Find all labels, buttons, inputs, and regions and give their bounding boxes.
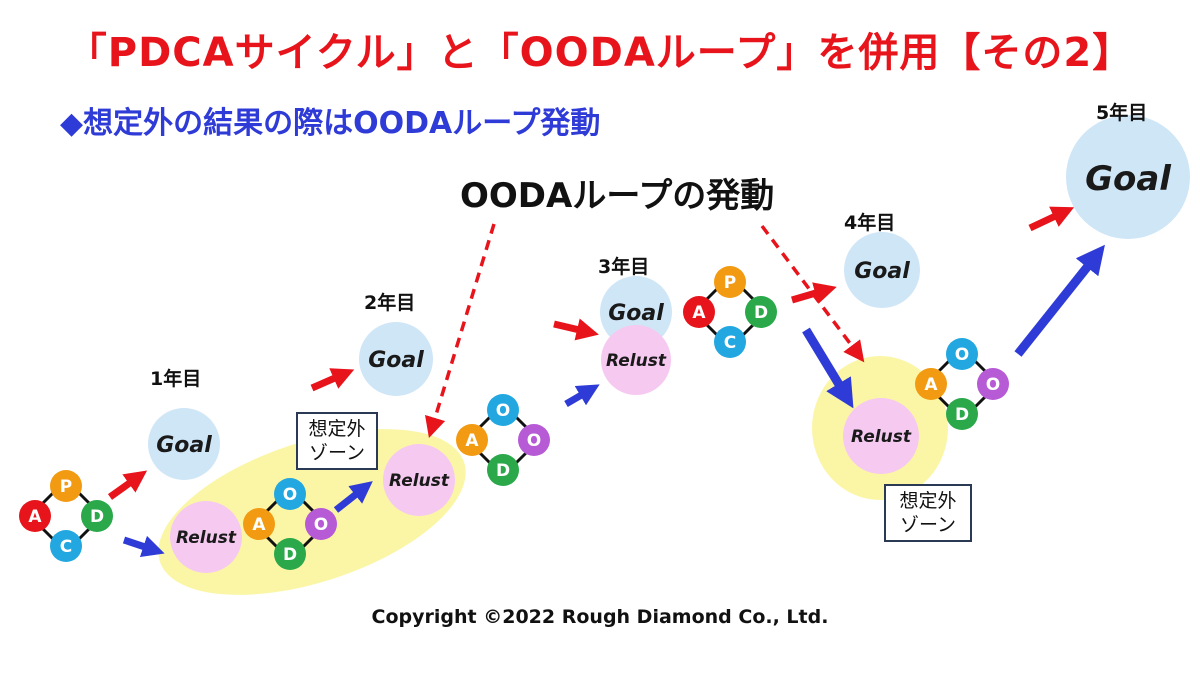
ooda1-observe: O [283, 485, 297, 505]
unexpected-zone-label-2: 想定外 ゾーン [884, 484, 972, 542]
year-label-4: 4年目 [844, 212, 896, 234]
blue-arrow-4 [802, 327, 854, 409]
year-label-3: 3年目 [598, 256, 650, 278]
goal-year4-label: Goal [854, 259, 910, 284]
goal-year2: Goal [359, 322, 433, 396]
red-arrow-1 [107, 470, 148, 500]
relust-2-label: Relust [389, 471, 450, 491]
red-arrow-3 [553, 318, 599, 341]
pdca-cycle-1: P D C A [19, 470, 113, 562]
relust-3-label: Relust [606, 351, 667, 371]
zone-label-2-line2: ゾーン [899, 514, 957, 536]
pdca2-d: D [754, 303, 768, 323]
ooda1-act: A [252, 515, 266, 535]
relust-1-label: Relust [176, 528, 237, 548]
ooda-trigger-label: OODAループの発動 [460, 176, 775, 216]
ooda1-decide: D [283, 545, 297, 565]
relust-3: Relust [601, 325, 671, 395]
ooda3-decide: D [955, 405, 969, 425]
ooda3-orient: O [986, 375, 1000, 395]
pdca2-c: C [724, 333, 736, 353]
ooda3-act: A [924, 375, 938, 395]
blue-arrow-3 [564, 384, 600, 408]
ooda-loop-2: O O D A [456, 394, 550, 486]
unexpected-zone-label-1: 想定外 ゾーン [296, 412, 378, 470]
goal-year5: Goal [1066, 115, 1190, 239]
goal-year5-label: Goal [1085, 159, 1172, 199]
copyright-notice: Copyright ©2022 Rough Diamond Co., Ltd. [371, 606, 829, 628]
goal-year1-label: Goal [156, 433, 212, 458]
goal-year3-label: Goal [608, 301, 664, 326]
ooda3-observe: O [955, 345, 969, 365]
ooda-trigger-arrow-right [760, 224, 865, 363]
red-arrow-4 [791, 282, 837, 304]
zone-label-1-line1: 想定外 [308, 418, 366, 440]
ooda-loop-1: O O D A [243, 478, 337, 570]
pdca1-d: D [90, 507, 104, 527]
blue-arrow-5 [1014, 244, 1105, 357]
relust-2: Relust [383, 444, 455, 516]
ooda1-orient: O [314, 515, 328, 535]
ooda2-act: A [465, 431, 479, 451]
goal-year2-label: Goal [368, 348, 424, 373]
blue-arrow-1 [122, 535, 165, 558]
red-arrow-2 [310, 368, 355, 392]
relust-1: Relust [170, 501, 242, 573]
year-label-5: 5年目 [1096, 102, 1148, 124]
ooda-loop-3: O O D A [915, 338, 1009, 430]
slide-title: 「PDCAサイクル」と「OODAループ」を併用【その2】 [66, 30, 1134, 76]
pdca2-a: A [692, 303, 706, 323]
zone-label-1-line2: ゾーン [308, 442, 366, 464]
zone-label-2-line1: 想定外 [899, 490, 957, 512]
relust-4: Relust [843, 398, 919, 474]
goal-year4: Goal [844, 232, 920, 308]
blue-arrow-2 [333, 481, 373, 513]
pdca1-p: P [60, 477, 72, 497]
ooda2-decide: D [496, 461, 510, 481]
ooda-trigger-arrow-left [425, 223, 496, 439]
goal-year1: Goal [148, 408, 220, 480]
pdca-cycle-2: P D C A [683, 266, 777, 358]
red-arrow-5 [1028, 206, 1075, 232]
pdca1-a: A [28, 507, 42, 527]
year-label-2: 2年目 [364, 292, 416, 314]
pdca2-p: P [724, 273, 736, 293]
ooda2-observe: O [496, 401, 510, 421]
year-label-1: 1年目 [150, 368, 202, 390]
slide-subtitle: ◆想定外の結果の際はOODAループ発動 [60, 106, 601, 141]
relust-4-label: Relust [851, 427, 912, 447]
pdca1-c: C [60, 537, 72, 557]
ooda2-orient: O [527, 431, 541, 451]
